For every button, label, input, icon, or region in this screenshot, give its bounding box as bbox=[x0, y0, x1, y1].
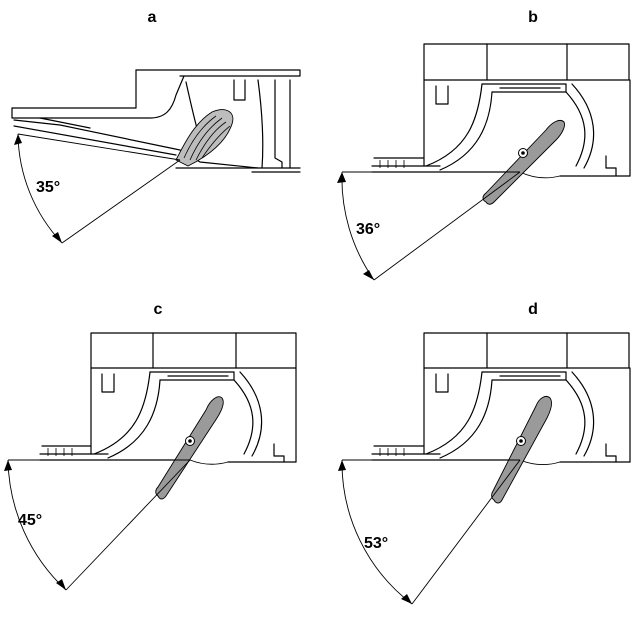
panel-b-angle-arc bbox=[341, 171, 375, 281]
panel-c-mechanism bbox=[39, 332, 297, 500]
panel-d-arrowhead-bottom bbox=[401, 594, 412, 604]
panel-d-angle-label: 53° bbox=[364, 535, 388, 552]
panel-a-angle-label: 35° bbox=[36, 179, 60, 196]
panel-a-reference-line bbox=[17, 133, 181, 161]
panel-c-angle-arc bbox=[7, 459, 67, 591]
panel-d-mechanism bbox=[371, 332, 631, 504]
panel-c: c bbox=[4, 301, 297, 591]
panel-d-angle-arc bbox=[341, 459, 413, 605]
panel-c-angle-label: 45° bbox=[18, 512, 42, 529]
panel-a-ray bbox=[61, 159, 181, 244]
panel-a-angle-arc bbox=[17, 133, 63, 244]
panel-c-ray bbox=[65, 459, 191, 591]
panel-b-angle-label: 36° bbox=[356, 221, 380, 238]
panel-a-arrowhead-bottom bbox=[52, 232, 62, 243]
panel-c-arrowhead-bottom bbox=[56, 579, 66, 590]
panel-d-ray bbox=[411, 459, 521, 605]
panel-a-label: a bbox=[148, 9, 157, 26]
panel-c-label: c bbox=[154, 301, 163, 318]
panel-c-arrowhead-top bbox=[4, 460, 12, 471]
panel-b-mechanism bbox=[371, 43, 631, 205]
panel-a-mechanism bbox=[11, 69, 301, 173]
panel-b-ray bbox=[373, 171, 521, 281]
panel-a: a bbox=[11, 9, 301, 244]
panel-d-label: d bbox=[528, 301, 538, 318]
panel-d: d bbox=[338, 301, 631, 605]
panel-a-arrowhead-top bbox=[14, 134, 22, 145]
panel-b-arrowhead-top bbox=[337, 172, 346, 183]
panel-b-arrowhead-bottom bbox=[363, 270, 374, 280]
panel-d-arrowhead-top bbox=[338, 460, 346, 471]
panel-b: b bbox=[337, 9, 631, 281]
panel-b-label: b bbox=[528, 9, 538, 26]
